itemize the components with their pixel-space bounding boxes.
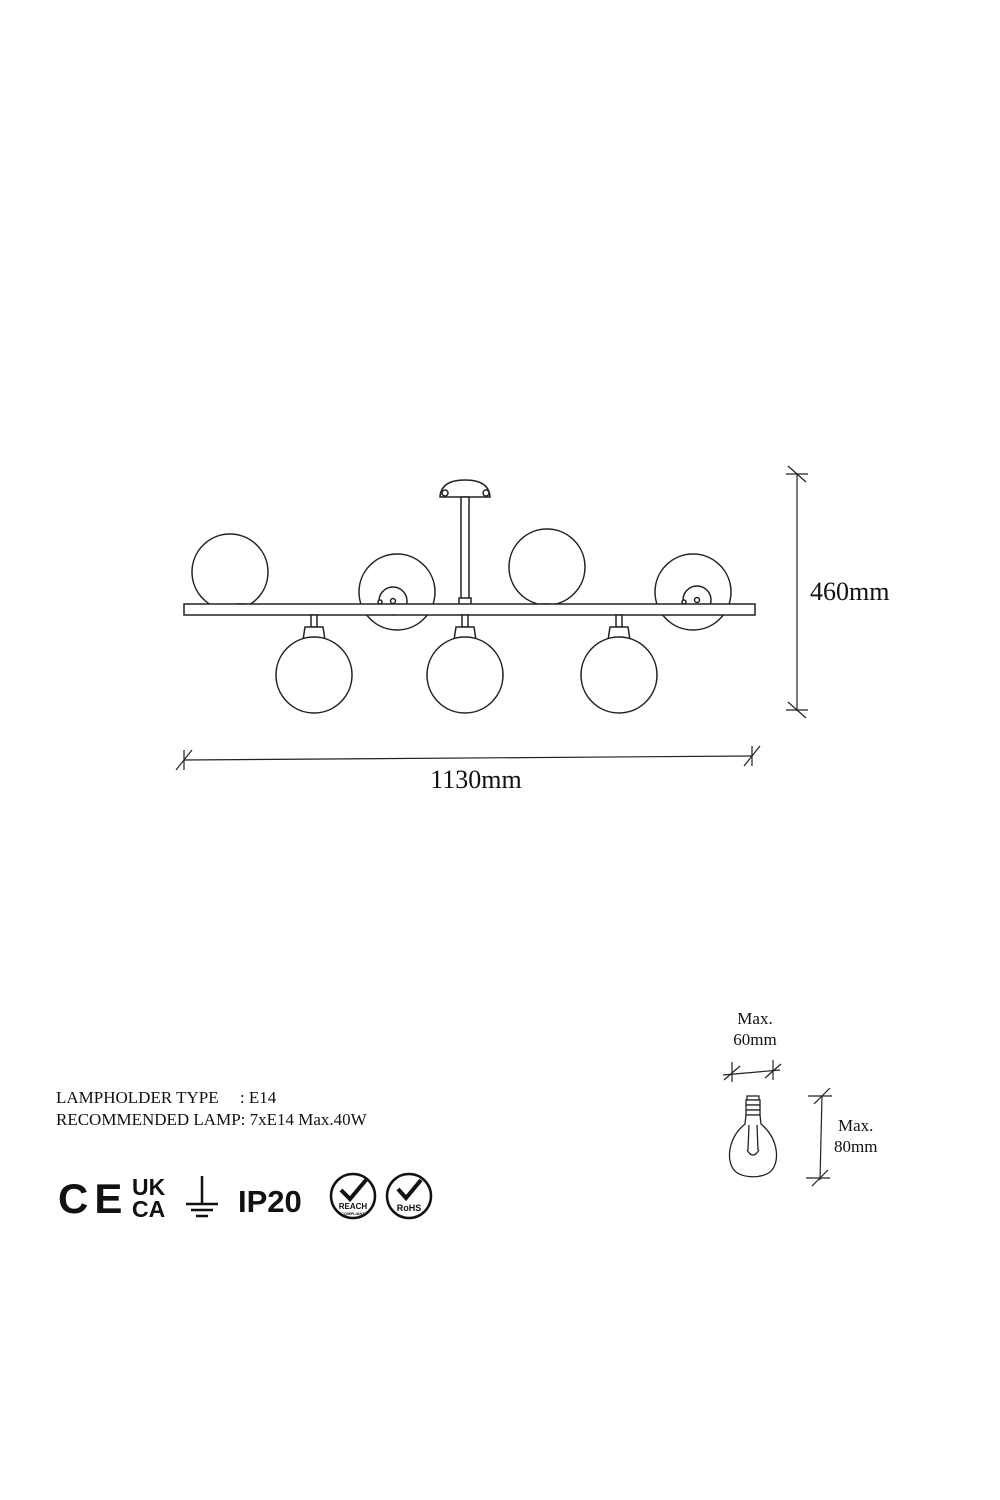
reach-label: REACH xyxy=(339,1202,368,1211)
rohs-icon: RoHS xyxy=(385,1172,433,1220)
height-dimension xyxy=(786,465,808,719)
ip20-mark: IP20 xyxy=(238,1184,302,1219)
ukca-mark-top: UK xyxy=(132,1174,166,1200)
bulb-max-width-value: 60mm xyxy=(733,1030,776,1049)
bulb-width-dimension xyxy=(722,1060,782,1082)
pendant-lower-3 xyxy=(580,614,658,714)
lamp-fixture xyxy=(183,479,756,714)
reach-compliant-icon: REACH COMPLIANT xyxy=(329,1172,377,1220)
pendant-lower-2 xyxy=(426,614,504,714)
height-dimension-label: 460mm xyxy=(810,577,889,606)
pendant-lower-1 xyxy=(275,614,353,714)
bulb-icon xyxy=(728,1095,778,1178)
globe-upper-3 xyxy=(508,528,586,606)
bulb-max-width-label: Max. xyxy=(737,1009,772,1028)
certification-logos: CE UK CA IP20 REACH COMPLIANT RoHS xyxy=(58,1172,433,1222)
lampholder-type-spec: LAMPHOLDER TYPE : E14 xyxy=(56,1088,277,1107)
globe-upper-1 xyxy=(191,533,269,611)
suspension-rod xyxy=(460,496,470,602)
bulb-max-height-value: 80mm xyxy=(834,1137,877,1156)
width-dimension xyxy=(175,745,761,771)
canopy-screw-left xyxy=(441,489,449,497)
bulb-max-height-label: Max. xyxy=(838,1116,873,1135)
ce-mark: CE xyxy=(58,1175,128,1222)
ukca-mark-bottom: CA xyxy=(132,1196,165,1222)
canopy-screw-right xyxy=(482,489,490,497)
recommended-lamp-spec: RECOMMENDED LAMP: 7xE14 Max.40W xyxy=(56,1110,367,1129)
horizontal-bar xyxy=(183,603,756,616)
rohs-label: RoHS xyxy=(397,1203,422,1213)
ground-symbol-icon xyxy=(186,1176,218,1218)
bulb-height-dimension xyxy=(806,1087,832,1187)
width-dimension-label: 1130mm xyxy=(430,765,521,794)
reach-sublabel: COMPLIANT xyxy=(341,1211,365,1216)
